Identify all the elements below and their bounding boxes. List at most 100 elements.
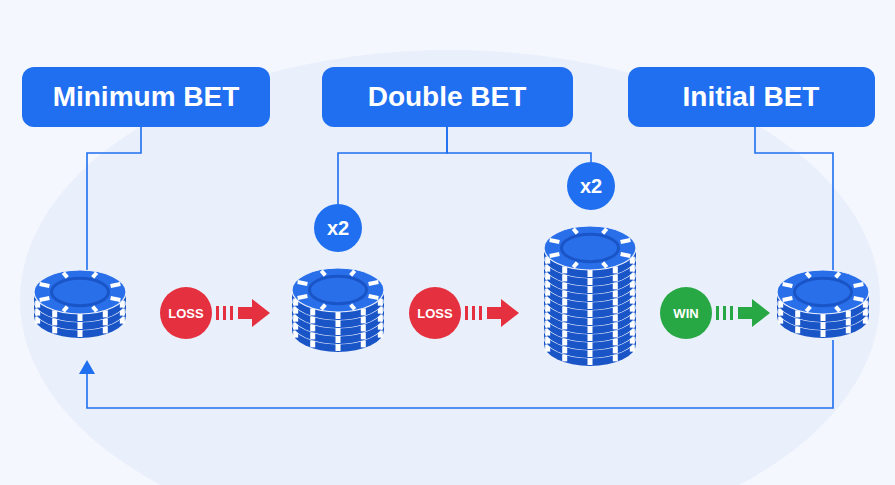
chip-mark: [40, 284, 50, 286]
chip-stripe: [336, 328, 341, 335]
chip-stripe: [588, 278, 593, 285]
chip-mark: [806, 273, 810, 278]
chip-stripe: [336, 336, 341, 343]
connector: [338, 127, 447, 204]
chip-stripe: [588, 310, 593, 317]
chip-mark: [550, 240, 560, 242]
chip-mark: [369, 282, 379, 284]
badge-label: LOSS: [168, 306, 203, 321]
chip-inlay: [794, 278, 851, 305]
result-badge: WIN: [660, 287, 712, 339]
chip-mark: [621, 240, 631, 242]
chip-mark: [63, 307, 67, 312]
chip-top: [777, 278, 869, 322]
background-blob: [20, 50, 880, 485]
arrow-head: [752, 299, 770, 327]
chip-edge: [777, 278, 869, 322]
box-label: Minimum BET: [53, 81, 240, 113]
chip-stack: [292, 268, 384, 352]
chip-stripe: [588, 294, 593, 301]
chip-top: [292, 268, 384, 312]
chip-stripe: [588, 318, 593, 325]
chip-top: [34, 270, 126, 314]
chip-top: [544, 226, 636, 270]
flow-arrow: [216, 299, 270, 327]
chip-stripe: [821, 314, 826, 321]
multiplier-badge: x2: [314, 204, 362, 252]
arrow-shaft: [487, 307, 503, 319]
arrow-head: [501, 299, 519, 327]
chip-stack: [544, 226, 636, 366]
arrow-dash: [230, 306, 233, 320]
chip-top: [544, 234, 636, 278]
box-label: Double BET: [368, 81, 527, 113]
result-badge: LOSS: [409, 287, 461, 339]
chip-inlay: [309, 276, 366, 303]
chip-mark: [854, 298, 864, 300]
chip-inlay: [561, 234, 618, 261]
flow-arrow: [716, 299, 770, 327]
chip-mark: [573, 263, 577, 268]
chip-stripe: [588, 342, 593, 349]
arrow-shaft: [238, 307, 254, 319]
chip-stripe: [588, 350, 593, 357]
chip-mark: [351, 271, 355, 276]
chip-mark: [111, 284, 121, 286]
chip-stripe: [588, 302, 593, 309]
chip-stack: [777, 270, 869, 338]
chip-top: [34, 278, 126, 322]
leader-lines: [87, 127, 833, 408]
chip-stacks: [34, 226, 869, 366]
chip-mark: [783, 298, 793, 300]
chip-mark: [298, 296, 308, 298]
chip-stripe: [78, 330, 83, 337]
chip-mark: [603, 229, 607, 234]
badge-label: WIN: [673, 306, 698, 321]
chip-mark: [806, 307, 810, 312]
leader-line: [87, 127, 141, 270]
result-badge: LOSS: [160, 287, 212, 339]
badge-label: LOSS: [417, 306, 452, 321]
chip-top: [292, 276, 384, 320]
arrow-dash: [479, 306, 482, 320]
chip-stripe: [336, 320, 341, 327]
chip-edge: [292, 276, 384, 320]
chip-mark: [783, 284, 793, 286]
chip-stripe: [821, 322, 826, 329]
chip-mark: [573, 229, 577, 234]
chip-mark: [351, 305, 355, 310]
leader-line: [755, 127, 833, 272]
chip-edge: [544, 234, 636, 278]
chip-mark: [550, 254, 560, 256]
badge-label: x2: [580, 175, 602, 198]
label-box: Minimum BET: [22, 67, 270, 127]
arrow-shaft: [738, 307, 754, 319]
box-label: Initial BET: [683, 81, 820, 113]
chip-stripe: [78, 314, 83, 321]
connector: [447, 127, 591, 162]
arrow-dash: [723, 306, 726, 320]
chip-stripe: [588, 286, 593, 293]
chip-mark: [836, 307, 840, 312]
chip-mark: [40, 298, 50, 300]
chip-mark: [321, 305, 325, 310]
chip-inlay: [51, 278, 108, 305]
label-box: Double BET: [322, 67, 573, 127]
badge-label: x2: [327, 217, 349, 240]
chip-mark: [836, 273, 840, 278]
chip-top: [777, 270, 869, 314]
chip-mark: [621, 254, 631, 256]
label-box: Initial BET: [628, 67, 875, 127]
chip-stripe: [588, 358, 593, 365]
arrow-dash: [472, 306, 475, 320]
chip-mark: [298, 282, 308, 284]
chip-stripe: [588, 270, 593, 277]
chip-mark: [321, 271, 325, 276]
chip-mark: [93, 307, 97, 312]
chip-mark: [111, 298, 121, 300]
chip-stack: [34, 270, 126, 338]
chip-edge: [34, 278, 126, 322]
arrow-dash: [716, 306, 719, 320]
chip-stripe: [336, 312, 341, 319]
